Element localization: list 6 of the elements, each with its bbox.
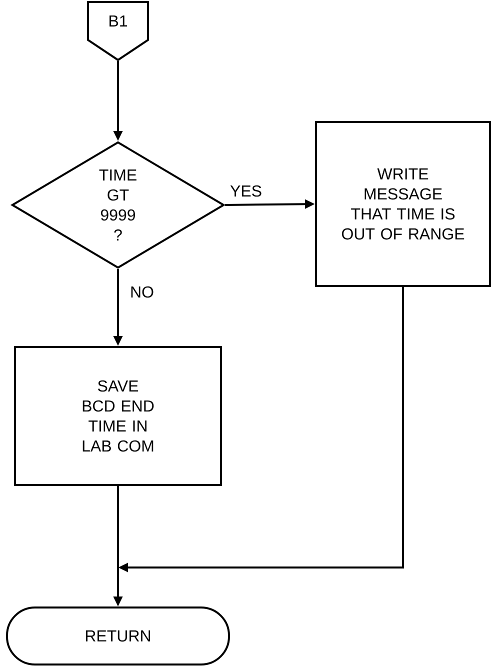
process-box: SAVE BCD END TIME IN LAB COM	[14, 346, 222, 486]
edge-label: YES	[229, 184, 263, 198]
edge-label: NO	[129, 285, 155, 299]
terminal-stadium: RETURN	[6, 606, 230, 666]
offpage-connector: B1	[87, 1, 149, 62]
process-box: WRITE MESSAGE THAT TIME IS OUT OF RANGE	[315, 121, 491, 287]
